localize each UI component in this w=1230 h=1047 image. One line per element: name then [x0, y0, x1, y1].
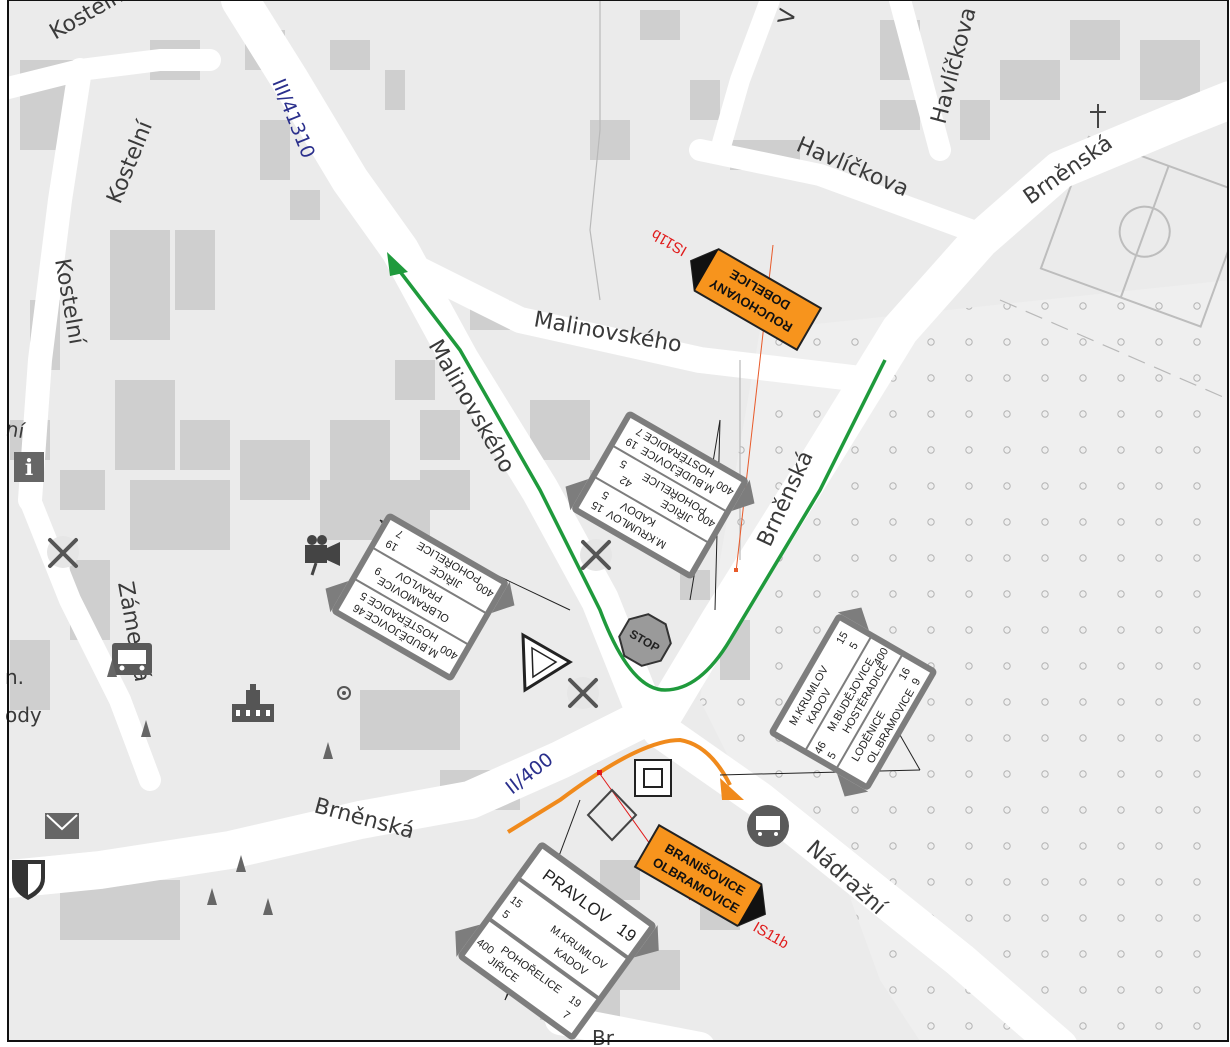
- sign-n-r2n: 42: [618, 473, 635, 490]
- sign-n-r1n: 15: [590, 498, 607, 515]
- street-cut-left-2: n.: [5, 665, 24, 689]
- restaurant-icon[interactable]: [47, 536, 79, 568]
- sign-e-r1n: 15: [834, 630, 851, 647]
- direction-sign-west[interactable]: M.BUDĚJOVICE HOSTĚRADICE 46 5 400 OLBRAM…: [317, 504, 524, 690]
- street-cut-left-3: ody: [5, 703, 42, 727]
- svg-text:i: i: [25, 455, 33, 481]
- restaurant-icon[interactable]: [567, 677, 599, 709]
- video-camera-icon[interactable]: [305, 535, 340, 576]
- sign-w-r1m: 5: [358, 589, 369, 602]
- street-v-top: V: [774, 7, 801, 26]
- give-way-sign[interactable]: [521, 632, 573, 693]
- route-green: [393, 263, 666, 692]
- mail-icon[interactable]: [45, 813, 79, 839]
- church-icon[interactable]: [1090, 104, 1106, 128]
- route-orange: [506, 737, 732, 834]
- police-icon[interactable]: [12, 860, 45, 900]
- castle-icon[interactable]: [232, 684, 274, 722]
- sign-e-r1m: 5: [847, 640, 860, 651]
- info-icon[interactable]: i: [14, 452, 44, 482]
- street-cut-bottom: Br: [592, 1026, 615, 1047]
- main-road-sign-diamond[interactable]: [586, 788, 638, 842]
- viewpoint-icon[interactable]: [337, 686, 351, 700]
- bus-stop-icon[interactable]: [747, 805, 789, 847]
- sign-e-r2n: 46: [812, 740, 829, 757]
- sign-n-r3m: 7: [634, 425, 645, 438]
- sign-e-r3n: 16: [897, 666, 914, 683]
- main-road-sign[interactable]: [634, 759, 672, 797]
- stop-sign[interactable]: STOP: [612, 607, 678, 673]
- restaurant-icon[interactable]: [580, 539, 612, 571]
- route-orange-arrowhead: [720, 778, 744, 800]
- bus-stop-icon[interactable]: [112, 643, 152, 675]
- sign-e-r2m: 5: [826, 750, 839, 761]
- sign-n-r3n: 19: [624, 435, 641, 452]
- sign-n-r2m: 5: [618, 457, 629, 470]
- direction-sign-south[interactable]: PRAVLOV 19 M.KRUMLOV KADOV 15 5 POHOŘELI…: [443, 831, 670, 1047]
- sign-w-r3m: 7: [394, 527, 405, 540]
- sign-w-r3n: 19: [384, 537, 401, 554]
- map-frame: [7, 0, 1229, 1042]
- marker-dot-1: [734, 568, 738, 572]
- tree-markers: [107, 660, 333, 915]
- street-cut-left-1: ní: [4, 416, 28, 443]
- route-green-branch: [664, 359, 887, 692]
- sign-w-r2n: 9: [373, 564, 384, 577]
- route-green-arrowhead: [387, 252, 408, 276]
- sign-s-r1n: 15: [507, 894, 524, 911]
- direction-sign-east[interactable]: M.KRUMLOV KADOV 15 5 M.BUDĚJOVICE HOSTĚR…: [760, 599, 946, 806]
- sign-s-r2n: 19: [566, 994, 583, 1011]
- sign-e-r3m: 9: [910, 676, 923, 687]
- road-edges: [589, 0, 1228, 560]
- sign-n-r1m: 5: [600, 488, 611, 501]
- football-pitch: [1039, 135, 1228, 328]
- sign-w-r1n: 46: [351, 601, 368, 618]
- marker-dot-2: [597, 770, 602, 775]
